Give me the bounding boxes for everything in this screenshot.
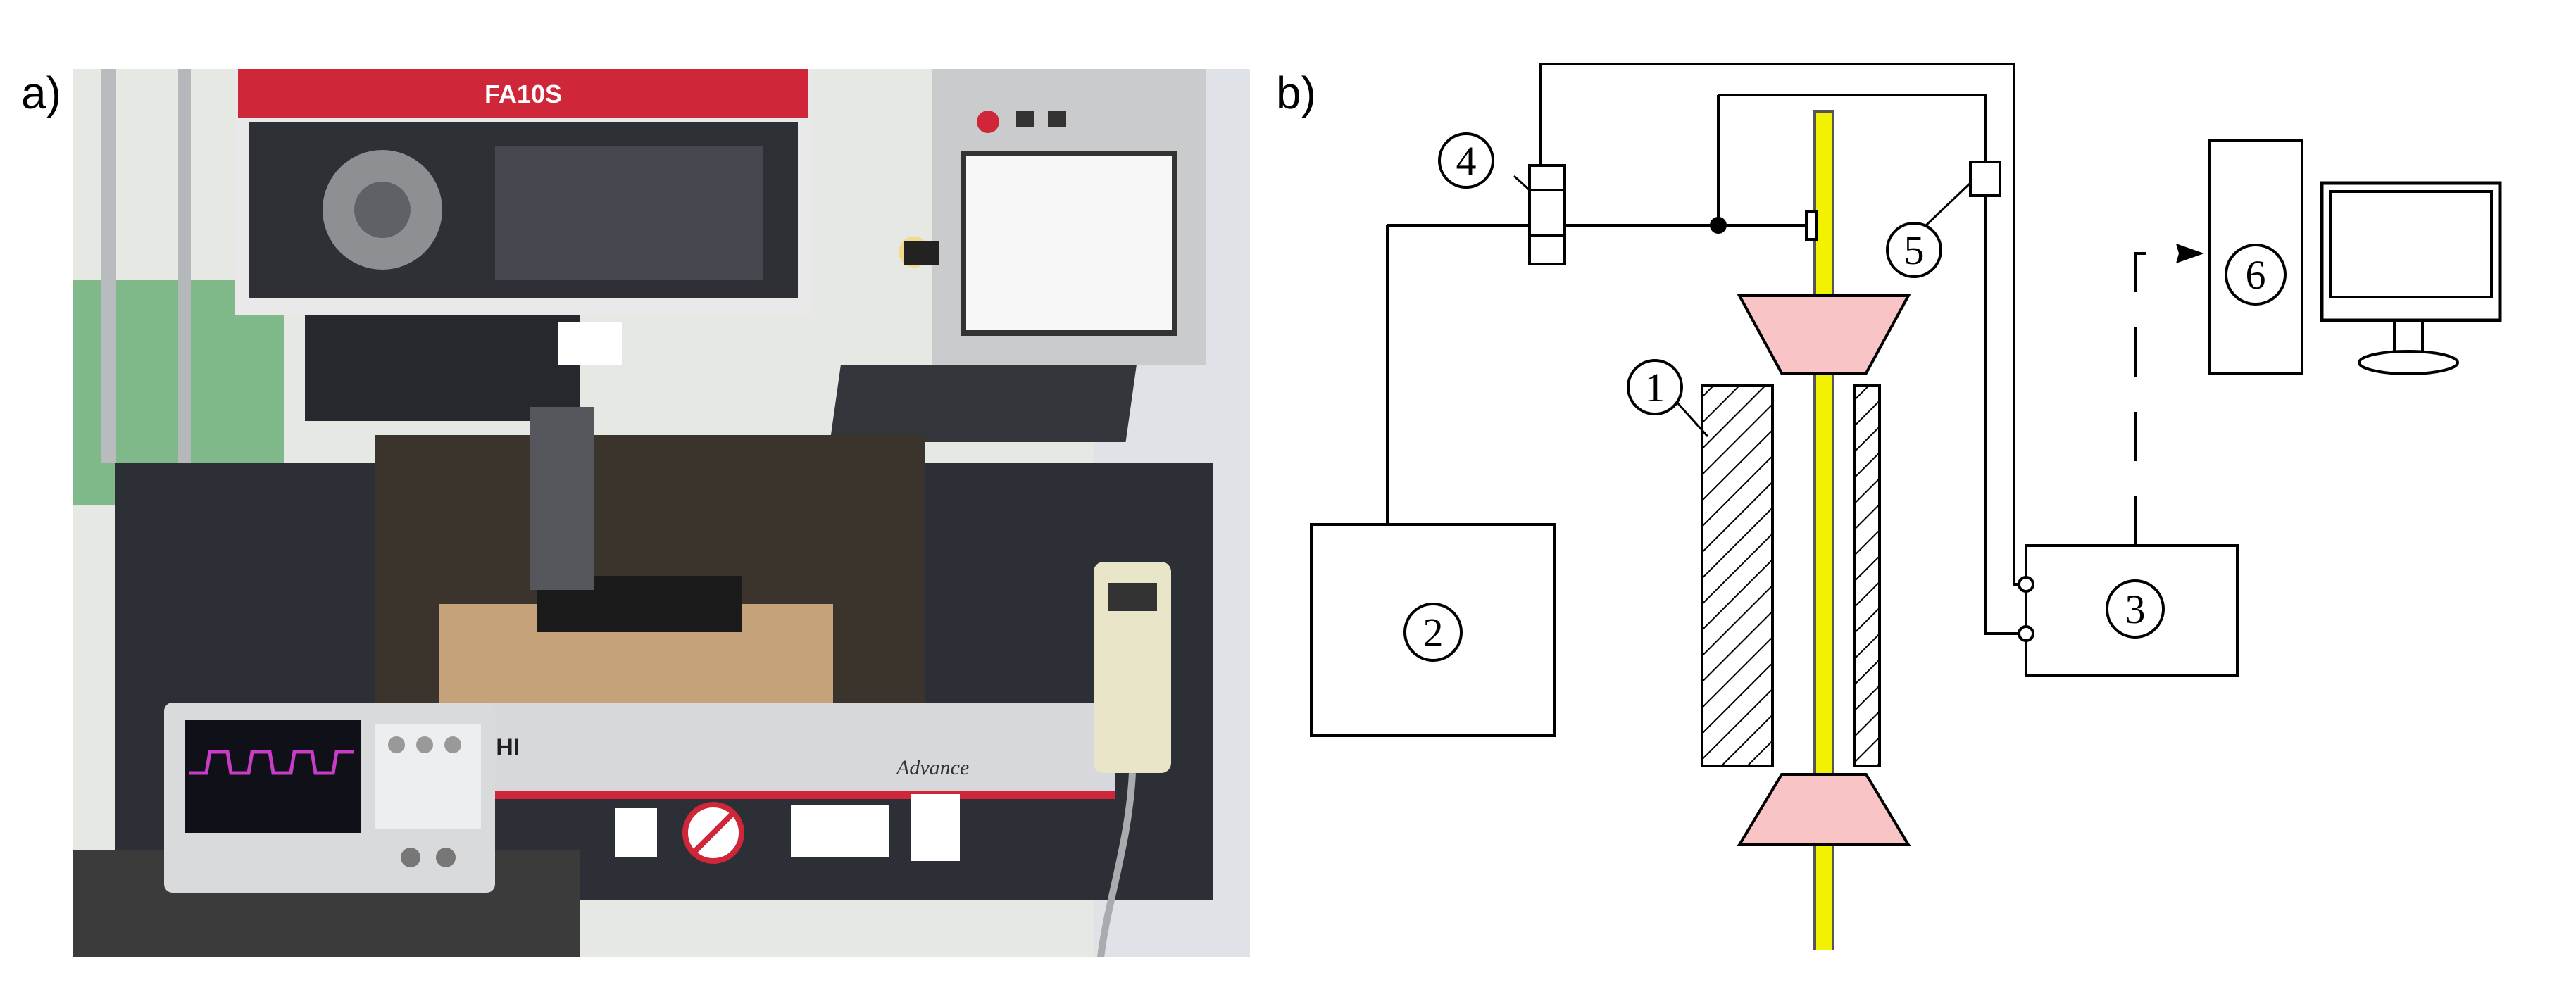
- machine-model-label: FA10S: [484, 80, 562, 108]
- svg-text:3: 3: [2125, 586, 2146, 632]
- callout-6: 6: [2225, 244, 2287, 306]
- svg-text:2: 2: [1423, 610, 1444, 655]
- svg-text:5: 5: [1904, 227, 1925, 273]
- remote-pendant: [1094, 562, 1171, 957]
- arrow-icon: [2176, 244, 2204, 263]
- current-sensor-4: [1528, 164, 1566, 265]
- svg-text:1: 1: [1645, 365, 1665, 410]
- svg-text:6: 6: [2246, 252, 2266, 298]
- machine-photo: FA10S UBISHI Advance: [73, 69, 1250, 957]
- panel-b-label: b): [1276, 68, 1316, 118]
- voltage-probe-5: [1969, 161, 2001, 197]
- panel-a-label: a): [21, 68, 61, 118]
- series-label: Advance: [895, 756, 969, 779]
- upper-wire-guide: [1737, 294, 1911, 375]
- workpiece-1: [1701, 384, 1774, 767]
- lower-wire-guide: [1737, 773, 1911, 846]
- machine-head: FA10S: [235, 69, 812, 421]
- monitor-icon: [2320, 181, 2502, 375]
- callout-4: 4: [1438, 132, 1494, 189]
- control-monitor: [830, 69, 1206, 442]
- data-link: [2134, 252, 2183, 546]
- callout-5: 5: [1886, 222, 1942, 278]
- oscilloscope: [164, 703, 495, 893]
- workpiece-1-right: [1853, 384, 1881, 767]
- leader-lines: [1513, 175, 1972, 438]
- callout-2: 2: [1403, 603, 1463, 662]
- measurement-schematic: 1 2 3 4 5 6: [1310, 63, 2502, 950]
- callout-1: 1: [1627, 359, 1683, 415]
- callout-3: 3: [2106, 579, 2165, 639]
- svg-text:4: 4: [1456, 138, 1477, 184]
